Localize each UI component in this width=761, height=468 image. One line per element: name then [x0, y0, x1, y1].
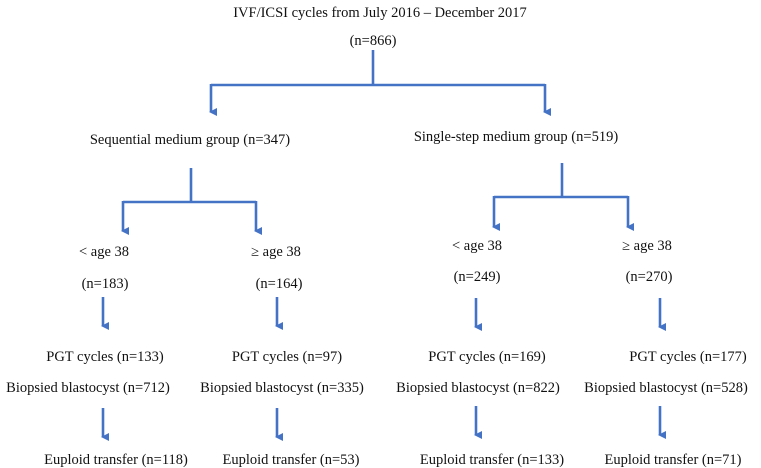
sequential-group-label: Sequential medium group (n=347) — [89, 132, 291, 148]
seq-under38-age: < age 38 — [78, 244, 130, 260]
ss-under38-biopsied: Biopsied blastocyst (n=822) — [396, 380, 560, 396]
ss-under38-euploid: Euploid transfer (n=133) — [419, 452, 565, 468]
seq-over38-count: (n=164) — [255, 276, 303, 292]
seq-over38-pgt: PGT cycles (n=97) — [231, 349, 343, 365]
seq-over38-euploid: Euploid transfer (n=53) — [222, 452, 360, 468]
seq-under38-euploid: Euploid transfer (n=118) — [44, 452, 188, 468]
seq-under38-pgt: PGT cycles (n=133) — [46, 349, 164, 365]
diagram-title: IVF/ICSI cycles from July 2016 – Decembe… — [233, 5, 527, 21]
ss-over38-euploid: Euploid transfer (n=71) — [604, 452, 742, 468]
seq-under38-count: (n=183) — [81, 276, 129, 292]
seq-over38-age: ≥ age 38 — [251, 244, 301, 260]
ss-under38-pgt: PGT cycles (n=169) — [428, 349, 546, 365]
ss-over38-count: (n=270) — [625, 269, 673, 285]
ss-over38-age: ≥ age 38 — [622, 238, 672, 254]
ss-under38-age: < age 38 — [451, 238, 503, 254]
single-step-group-label: Single-step medium group (n=519) — [413, 129, 619, 145]
ss-under38-count: (n=249) — [453, 269, 501, 285]
seq-under38-biopsied: Biopsied blastocyst (n=712) — [6, 380, 170, 396]
seq-over38-biopsied: Biopsied blastocyst (n=335) — [200, 380, 364, 396]
ss-over38-pgt: PGT cycles (n=177) — [629, 349, 747, 365]
ss-over38-biopsied: Biopsied blastocyst (n=528) — [584, 380, 748, 396]
root-count: (n=866) — [349, 33, 397, 49]
